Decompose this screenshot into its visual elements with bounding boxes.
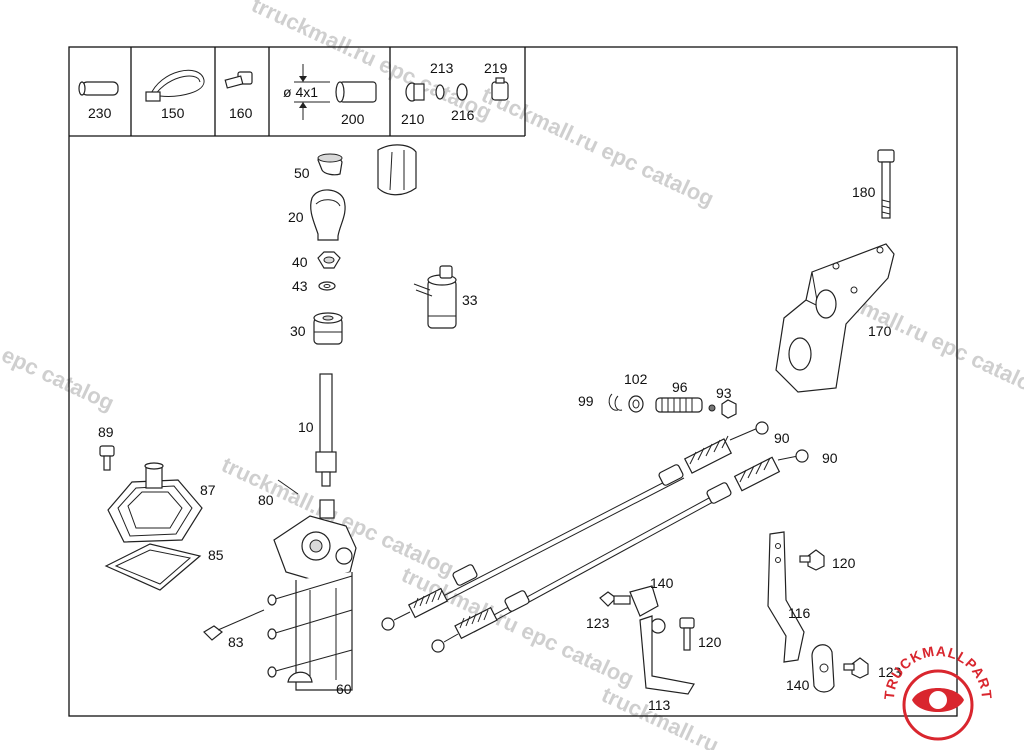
callout-102: 102: [624, 371, 648, 387]
shift-cable-lower: [431, 449, 809, 653]
label-200-dimension: ø 4x1: [283, 84, 318, 100]
callout-170: 170: [868, 323, 892, 339]
label-230: 230: [88, 105, 112, 121]
part-20-shift-knob: [310, 189, 346, 241]
part-50-knob-insert: [317, 153, 343, 176]
label-200: 200: [341, 111, 365, 127]
part-140-clamp-lower: [811, 644, 835, 693]
label-219: 219: [484, 60, 508, 76]
callout-99: 99: [578, 393, 594, 409]
callout-50: 50: [294, 165, 310, 181]
part-60-shift-housing: [267, 499, 357, 691]
label-210: 210: [401, 111, 425, 127]
part-30-bushing: [313, 312, 343, 345]
diagram-frame: [68, 46, 958, 717]
callout-93: 93: [716, 385, 732, 401]
label-160: 160: [229, 105, 253, 121]
part-200-tube: [294, 64, 377, 120]
shift-cable-upper: [381, 421, 769, 631]
watermark: truckmall.ru epc catalog: [478, 82, 718, 212]
callout-40: 40: [292, 254, 308, 270]
part-99-clip: [608, 393, 623, 411]
part-89-bolt: [99, 445, 115, 471]
part-230-sleeve: [78, 81, 119, 96]
callout-123b: 123: [878, 664, 902, 680]
label-213: 213: [430, 60, 454, 76]
part-83-bolt: [203, 609, 265, 641]
part-113-bracket: [639, 615, 695, 695]
callout-10: 10: [298, 419, 314, 435]
part-10-shift-lever: [315, 373, 337, 487]
part-180-bolt: [877, 149, 895, 219]
callout-113: 113: [648, 697, 671, 713]
callout-116: 116: [788, 605, 811, 621]
callout-87: 87: [200, 482, 216, 498]
part-87-gaiter: [107, 462, 203, 543]
callout-85: 85: [208, 547, 224, 563]
part-116-bracket-strip: [767, 531, 805, 663]
part-150-cable-tie: [145, 69, 205, 102]
header-strip: [69, 47, 526, 137]
part-123-bolt-upper: [599, 591, 631, 607]
callout-89: 89: [98, 424, 114, 440]
callout-90b: 90: [822, 450, 838, 466]
callout-80: 80: [258, 492, 274, 508]
callout-90a: 90: [774, 430, 790, 446]
part-120-bolt-right: [799, 549, 825, 571]
label-216: 216: [451, 107, 475, 123]
part-120-bolt-middle: [679, 617, 695, 651]
part-85-seal-frame: [104, 543, 202, 591]
part-33-switch: [413, 265, 457, 329]
part-170-bracket: [775, 243, 895, 393]
part-40-nut: [317, 251, 341, 269]
callout-33: 33: [462, 292, 478, 308]
knob-boot: [377, 144, 417, 196]
callout-30: 30: [290, 323, 306, 339]
callout-123a: 123: [586, 615, 610, 631]
callout-83: 83: [228, 634, 244, 650]
part-102-ring: [628, 395, 644, 413]
callout-96: 96: [672, 379, 688, 395]
part-140-clamp-upper: [629, 585, 666, 634]
part-96-bellows: [655, 397, 703, 413]
part-160-bolt: [224, 71, 253, 89]
part-80-pin: [277, 479, 299, 495]
watermark: epc catalog: [0, 342, 118, 416]
callout-20: 20: [288, 209, 304, 225]
callout-180: 180: [852, 184, 876, 200]
part-123-bolt-lower: [843, 657, 869, 679]
callout-120a: 120: [832, 555, 856, 571]
part-43-washer: [318, 281, 336, 291]
label-150: 150: [161, 105, 185, 121]
callout-120b: 120: [698, 634, 722, 650]
callout-60: 60: [336, 681, 352, 697]
callout-140a: 140: [650, 575, 674, 591]
callout-43: 43: [292, 278, 308, 294]
part-93-nut: [708, 399, 737, 419]
part-210-219-fittings: [405, 77, 509, 102]
callout-140b: 140: [786, 677, 810, 693]
